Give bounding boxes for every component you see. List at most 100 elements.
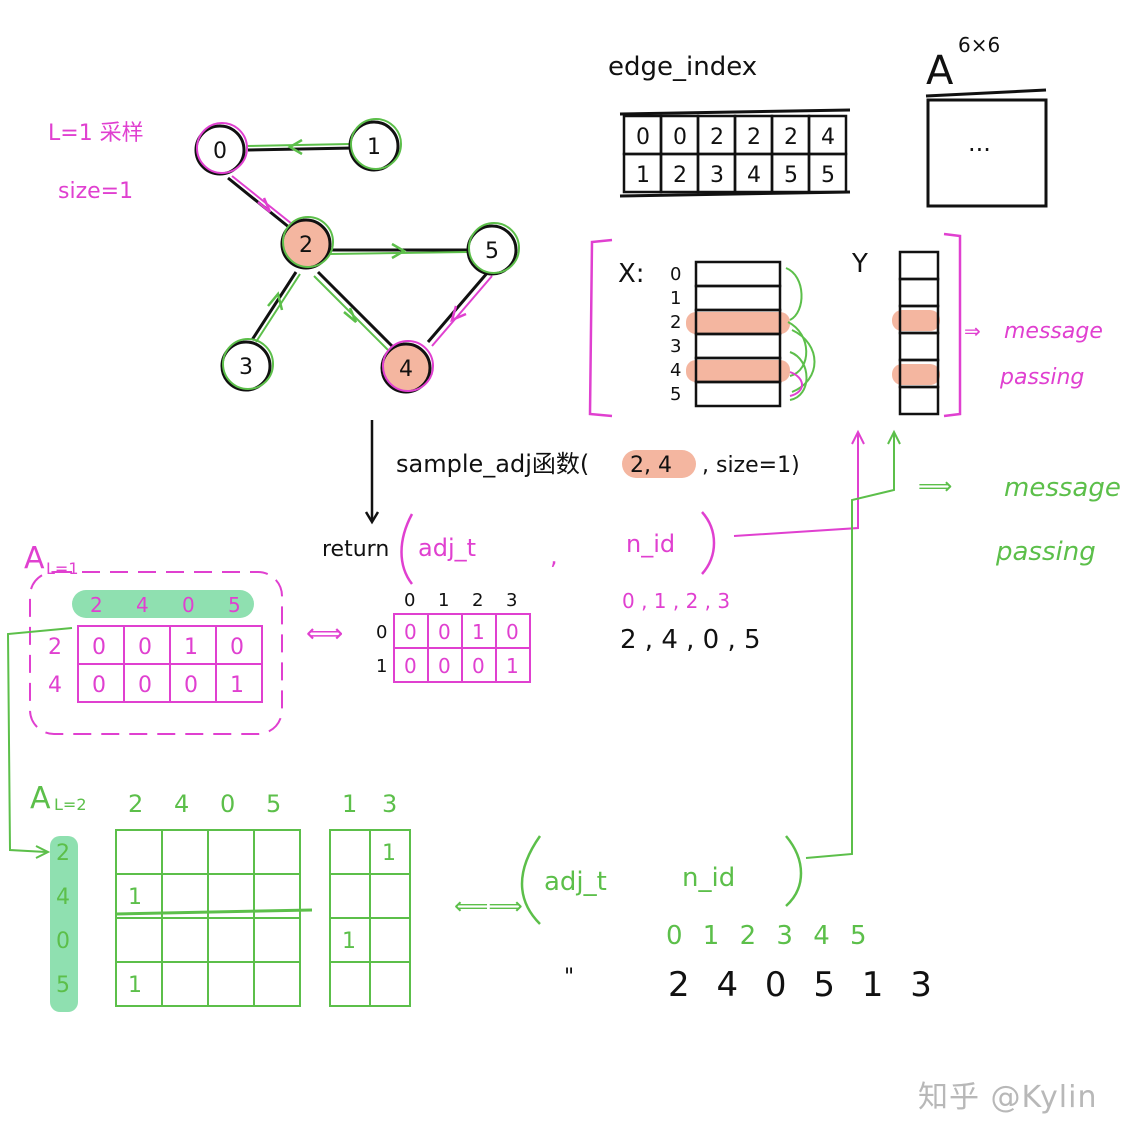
node-outline: [282, 216, 334, 268]
arrow-3-2: [267, 291, 284, 311]
arrow-1-0: [287, 138, 303, 156]
node-circle: [220, 340, 272, 392]
edge-1-0-green: [245, 143, 351, 147]
bottom-quote: ": [564, 965, 574, 990]
edge-index-value: 1: [636, 163, 650, 188]
adj-t-cell: [495, 647, 531, 683]
a-l1-to-l2-arrow-head: [35, 845, 51, 859]
edge-index-value: 5: [784, 163, 798, 188]
return-close-paren: [701, 511, 716, 575]
adj-t-value: 1: [506, 654, 519, 678]
edge-index-value: 2: [673, 163, 687, 188]
return-to-x-arrow-head: [851, 429, 865, 445]
x-row: [694, 332, 782, 360]
return-comma: ,: [550, 542, 558, 570]
a-l2-row-label: 5: [56, 973, 70, 998]
a-l2-col-label: 4: [174, 790, 189, 818]
a-l1-col-label: 0: [182, 593, 195, 617]
graph-size-label: size=1: [58, 179, 133, 204]
a-l2-one: 1: [128, 885, 142, 910]
a-l2-cell: [253, 961, 301, 1007]
bottom-to-y-arrow-head: [887, 429, 901, 445]
bottom-to-y-arrow: [805, 432, 895, 859]
return-n-id: n_id: [626, 530, 675, 558]
a-l2-cell: [161, 961, 209, 1007]
a-l2-one: 1: [382, 841, 396, 866]
bottom-indices: 0 1 2 3 4 5: [666, 921, 873, 951]
node-label: 1: [367, 135, 381, 160]
a-l2-cell: [329, 873, 371, 919]
adj-t-row-index: 0: [376, 622, 387, 643]
adj-t-value: 0: [472, 654, 485, 678]
a-l2-col-label: 0: [220, 790, 235, 818]
adj-matrix-box: [926, 98, 1048, 208]
a-l2-cell: [253, 829, 301, 875]
call-down-arrow-head: [364, 511, 380, 525]
x-row: [694, 260, 782, 288]
graph-node-1: 1: [348, 118, 402, 172]
a-l2-cell: [369, 873, 411, 919]
graph-params-label: L=1 采样: [48, 121, 144, 146]
n-id-indices: 0 , 1 , 2 , 3: [622, 589, 730, 613]
edge-index-title: edge_index: [608, 52, 757, 82]
node-label: 4: [399, 357, 413, 382]
a-l1-col-label: 5: [228, 593, 241, 617]
a-l2-one: 1: [342, 929, 356, 954]
a-l2-cell: [115, 917, 163, 963]
a-l1-value: 0: [138, 673, 152, 698]
y-label: Y: [851, 249, 868, 279]
a-l1-row-label: 4: [48, 673, 62, 698]
y-row-highlight: [892, 364, 940, 385]
edge-1-0: [247, 146, 355, 152]
edge-index-value: 3: [710, 163, 724, 188]
a-l2-cell: [115, 829, 163, 875]
a-l2-divider: [115, 908, 313, 916]
a-l1-sub: L=1: [46, 559, 79, 578]
bottom-equiv-arrow: ⟸⟹: [454, 892, 523, 920]
message-passing-bottom-2: passing: [995, 537, 1096, 567]
edge-index-value: 4: [821, 125, 835, 150]
x-row-index: 4: [670, 360, 681, 381]
y-vector: [892, 250, 940, 416]
node-outline: [382, 340, 434, 392]
node-circle: [380, 342, 432, 394]
message-arrow-e: [789, 371, 803, 397]
edge-5-4: [426, 271, 490, 343]
x-label: X:: [618, 259, 645, 289]
message-arrow-a: [785, 267, 803, 321]
bottom-n-id: n_id: [682, 863, 735, 893]
y-row-highlight: [892, 310, 940, 331]
node-circle: [466, 224, 518, 276]
graph-node-0: 0: [194, 122, 248, 176]
adj-matrix-content: ···: [968, 136, 991, 164]
a-l2-row-label: 4: [56, 885, 70, 910]
edge-index-value: 4: [747, 163, 761, 188]
message-passing-top-2: passing: [999, 365, 1084, 390]
a-l2-col-label: 5: [266, 790, 281, 818]
a-l2-cell: [207, 829, 255, 875]
edge-index-bottom-line: [619, 190, 851, 198]
a-l1-col-highlight: [72, 590, 254, 618]
n-id-values: 2 , 4 , 0 , 5: [620, 625, 761, 655]
adj-matrix-top-stroke: [925, 88, 1047, 98]
graph-node-3: 3: [220, 338, 274, 392]
bottom-values: 2 4 0 5 1 3: [668, 965, 940, 1005]
adj-t-value: 0: [438, 620, 451, 644]
y-row: [898, 277, 940, 308]
a-l1-to-l2-arrow: [6, 627, 73, 853]
a-l2-cell: [329, 829, 371, 875]
sample-adj-call: sample_adj函数( 2, 4 , size=1) return adj_…: [306, 420, 865, 683]
node-outline: [350, 118, 402, 170]
node-circle: [280, 218, 332, 270]
return-label: return: [322, 537, 389, 562]
a-l2-sub: L=2: [54, 795, 87, 814]
a-l2-cell: [369, 961, 411, 1007]
edge-index-value: 0: [636, 125, 650, 150]
adj-t-col-index: 2: [472, 590, 483, 611]
